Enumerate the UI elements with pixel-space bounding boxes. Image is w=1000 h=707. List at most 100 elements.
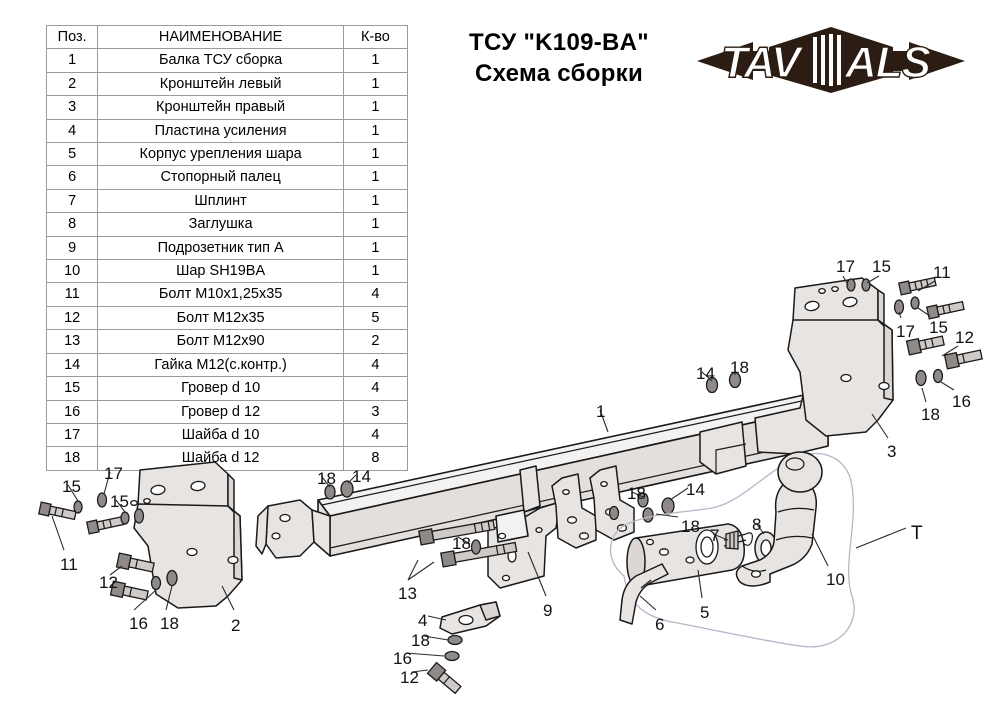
callout-co-12-c: 12: [99, 573, 118, 592]
cell-name-7: Шплинт: [97, 188, 344, 214]
header-qty: К-во: [342, 24, 409, 50]
cell-name-14: Гайка М12(с.контр.): [97, 352, 344, 378]
callout-co-9: 9: [543, 601, 553, 620]
callout-co-16-c: 16: [129, 614, 148, 633]
cell-pos-4: 4: [45, 118, 99, 144]
right-bracket-hardware: [846, 276, 983, 387]
callout-co-7: 7: [710, 526, 720, 545]
callout-co-6: 6: [655, 615, 665, 634]
callout-co-4: 4: [418, 611, 428, 630]
left-bracket-secondary-plate: [255, 499, 331, 559]
cell-name-16: Гровер d 12: [97, 399, 344, 424]
cell-pos-9: 9: [45, 235, 99, 261]
cell-pos-2: 2: [45, 71, 99, 97]
callout-co-3: 3: [887, 442, 897, 461]
cell-name-3: Кронштейн правый: [97, 95, 344, 120]
cell-qty-5: 1: [342, 142, 409, 167]
cell-pos-1: 1: [45, 48, 99, 73]
cell-name-12: Болт М12х35: [97, 305, 344, 331]
callout-co-17-a: 17: [836, 257, 855, 276]
part-10-towball: [735, 451, 823, 587]
cell-qty-12: 5: [342, 305, 409, 331]
cell-pos-12: 12: [45, 305, 99, 331]
leader-lines: [51, 275, 959, 673]
part-4-reinforcement-plate: [426, 601, 501, 695]
header-name: НАИМЕНОВАНИЕ: [97, 24, 344, 50]
cell-qty-10: 1: [342, 259, 409, 284]
callout-co-18-f: 18: [452, 534, 471, 553]
callout-co-17-c: 17: [104, 464, 123, 483]
cell-name-9: Подрозетник тип А: [97, 235, 344, 261]
callout-co-11-a: 11: [933, 263, 951, 282]
callout-co-11-b: 11: [60, 555, 78, 574]
callout-co-18-d: 18: [627, 484, 646, 503]
callout-co-14-c: 14: [686, 480, 705, 499]
cell-name-5: Корпус урепления шара: [97, 142, 344, 167]
svg-text:TAV: TAV: [721, 38, 804, 87]
title-block: ТСУ "K109-BA" Схема сборки: [424, 27, 694, 89]
cell-name-13: Болт М12х90: [97, 329, 344, 354]
cell-qty-6: 1: [342, 165, 409, 190]
cell-name-15: Гровер d 10: [97, 376, 344, 401]
cell-qty-13: 2: [342, 329, 409, 354]
callout-co-T: T: [911, 523, 923, 544]
part-2-left-bracket: [130, 461, 243, 609]
callout-co-17-b: 17: [896, 322, 915, 341]
part-6-locking-pin: [619, 563, 669, 625]
cell-pos-18: 18: [45, 446, 99, 471]
cell-pos-10: 10: [45, 259, 99, 284]
cell-pos-8: 8: [45, 212, 99, 237]
cell-qty-14: 4: [342, 352, 409, 378]
callout-co-15-b: 15: [929, 318, 948, 337]
cell-qty-16: 3: [342, 399, 409, 424]
callout-co-1: 1: [596, 402, 606, 421]
cell-name-6: Стопорный палец: [97, 165, 344, 190]
left-bracket-hardware: [37, 492, 178, 601]
tavials-logo: TAV ALS: [697, 27, 965, 93]
callout-co-13: 13: [398, 584, 417, 603]
callout-co-15-a: 15: [872, 257, 891, 276]
part-7-cotter-pin: [723, 530, 753, 550]
cell-qty-2: 1: [342, 71, 409, 97]
beam-fasteners: [324, 371, 742, 523]
cell-name-11: Болт М10х1,25х35: [97, 282, 344, 307]
cell-pos-5: 5: [45, 142, 99, 167]
cell-pos-15: 15: [45, 376, 99, 401]
cell-qty-9: 1: [342, 235, 409, 261]
cell-name-10: Шар SH19BA: [97, 259, 344, 284]
callout-co-18-g: 18: [411, 631, 430, 650]
callout-co-18-c: 18: [317, 469, 336, 488]
cell-pos-14: 14: [45, 352, 99, 378]
cell-pos-7: 7: [45, 188, 99, 214]
callout-co-10: 10: [826, 570, 845, 589]
callout-co-12-b: 12: [400, 668, 419, 687]
cell-pos-6: 6: [45, 165, 99, 190]
cell-pos-3: 3: [45, 95, 99, 120]
cell-pos-11: 11: [45, 282, 99, 307]
cell-name-2: Кронштейн левый: [97, 71, 344, 97]
callout-co-16-b: 16: [393, 649, 412, 668]
callout-co-18-e: 18: [681, 517, 700, 536]
cell-qty-4: 1: [342, 118, 409, 144]
callout-co-14-b: 14: [352, 467, 371, 486]
callout-co-5: 5: [700, 603, 710, 622]
callout-co-14-a: 14: [696, 364, 715, 383]
callout-co-15-c: 15: [62, 477, 81, 496]
cell-qty-8: 1: [342, 212, 409, 237]
cell-pos-16: 16: [45, 399, 99, 424]
